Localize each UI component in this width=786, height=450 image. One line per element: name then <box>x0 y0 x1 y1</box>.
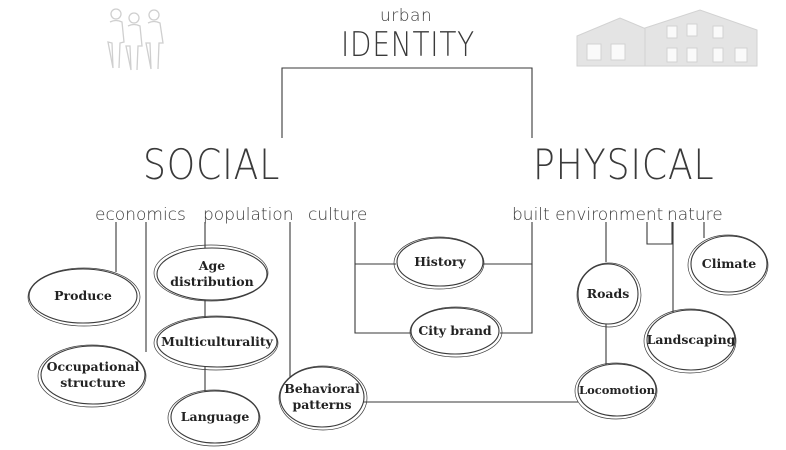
node-locomotion: Locomotion <box>579 382 655 397</box>
city-brand-oval <box>410 307 500 355</box>
node-history: History <box>414 254 466 270</box>
category-physical: PHYSICAL <box>533 140 715 189</box>
landscaping-oval <box>646 309 736 371</box>
roads-oval <box>577 263 639 325</box>
node-produce: Produce <box>54 288 112 304</box>
produce-oval <box>28 268 138 324</box>
subcategory-population: population <box>203 205 294 225</box>
node-landscaping: Landscaping <box>646 332 736 348</box>
subcategory-economics: economics <box>95 205 186 225</box>
node-roads: Roads <box>586 286 630 302</box>
node-language: Language <box>180 409 250 425</box>
building-icon <box>576 9 758 67</box>
culture-history-connector <box>354 222 414 334</box>
subcategory-built-environment: built environment <box>512 205 664 225</box>
language-oval <box>170 390 260 444</box>
node-city-brand: City brand <box>418 323 492 339</box>
built-citybrand-connector <box>500 264 533 334</box>
multiculturality-oval <box>156 316 278 368</box>
title-small: urban <box>380 6 433 26</box>
people-silhouette-icon <box>107 8 164 71</box>
title-big: IDENTITY <box>341 25 476 65</box>
node-climate: Climate <box>701 256 757 272</box>
locomotion-oval <box>577 363 657 417</box>
history-oval <box>396 237 484 287</box>
subcategory-nature: nature <box>667 205 723 225</box>
occupational-structure-oval <box>40 345 146 405</box>
subcategory-culture: culture <box>308 205 368 225</box>
behavioral-patterns-oval <box>279 366 365 428</box>
node-multiculturality: Multiculturality <box>161 334 273 350</box>
node-age-distribution: Age distribution <box>170 258 254 289</box>
node-occupational-structure: Occupational structure <box>46 359 140 390</box>
climate-oval <box>690 235 768 293</box>
built-nature-connector <box>646 222 673 245</box>
category-social: SOCIAL <box>143 140 281 189</box>
node-behavioral-patterns: Behavioral patterns <box>284 381 360 412</box>
identity-connector <box>281 67 533 138</box>
built-history-connector <box>483 222 533 265</box>
age-distribution-oval <box>156 247 268 301</box>
